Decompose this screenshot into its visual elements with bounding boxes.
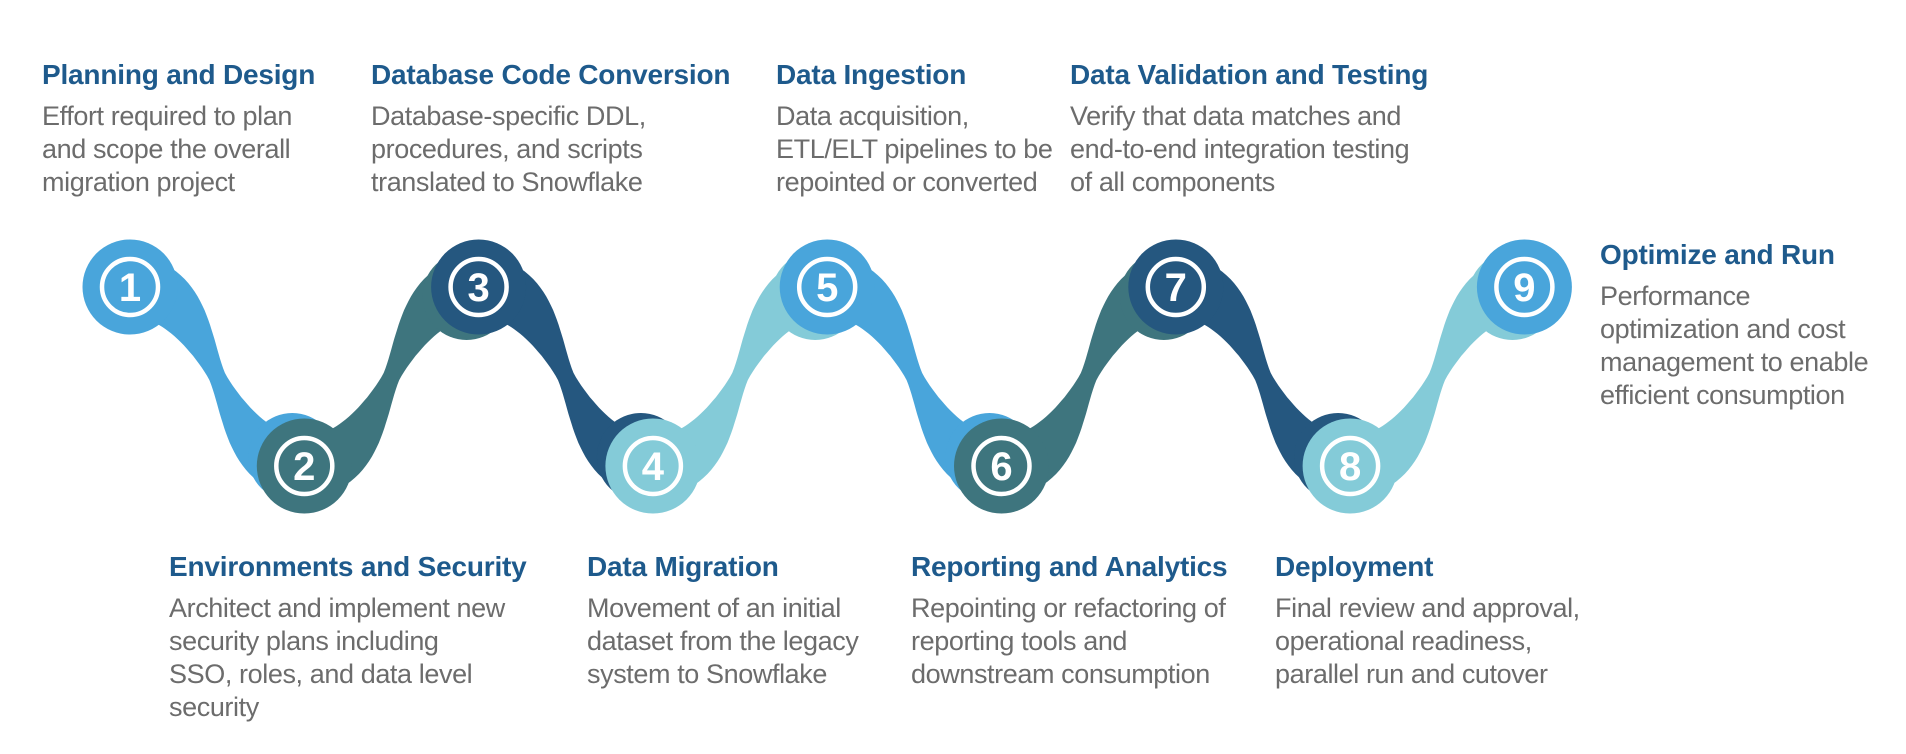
step-node-circle-8	[1302, 418, 1398, 514]
step-node-ring-7	[1145, 256, 1207, 318]
step-title: Optimize and Run	[1600, 239, 1835, 270]
step-node-number-8: 8	[1339, 445, 1361, 489]
step-node-circle-4	[605, 418, 701, 514]
step-node-circle-1	[82, 239, 178, 335]
step-node-ring-1	[99, 256, 161, 318]
step-2-text-block: Environments and Security Architect and …	[169, 550, 527, 724]
step-description-line: system to Snowflake	[587, 659, 828, 689]
step-description: Architect and implement new security pla…	[169, 592, 527, 724]
step-description-line: parallel run and cutover	[1275, 659, 1548, 689]
step-description-line: operational readiness,	[1275, 626, 1532, 656]
step-node-number-5: 5	[816, 266, 838, 310]
step-node-circle-7	[1128, 239, 1224, 335]
step-description-line: repointed or converted	[776, 167, 1038, 197]
step-description-line: Verify that data matches and	[1070, 101, 1402, 131]
step-description-line: Repointing or refactoring of	[911, 593, 1226, 623]
step-title: Reporting and Analytics	[911, 551, 1228, 582]
step-node-ring-9	[1494, 256, 1555, 318]
step-node-circle-9	[1476, 239, 1572, 335]
step-description-line: Performance	[1600, 281, 1751, 311]
step-node-ring-8	[1319, 435, 1381, 497]
step-node-circle-2	[256, 418, 352, 514]
step-description-line: security	[169, 692, 259, 722]
step-description-line: downstream consumption	[911, 659, 1210, 689]
step-description-line: Database-specific DDL,	[371, 101, 646, 131]
step-description-line: Data acquisition,	[776, 101, 969, 131]
step-description-line: Movement of an initial	[587, 593, 841, 623]
step-node-circle-6	[954, 418, 1049, 514]
step-7-text-block: Data Validation and Testing Verify that …	[1070, 58, 1428, 199]
step-node-number-1: 1	[119, 266, 141, 310]
step-description-line: migration project	[42, 167, 235, 197]
step-title: Data Migration	[587, 551, 779, 582]
step-description: Verify that data matches and end-to-end …	[1070, 100, 1428, 199]
step-6-text-block: Reporting and Analytics Repointing or re…	[911, 550, 1228, 691]
step-title: Data Validation and Testing	[1070, 59, 1429, 90]
step-node-number-6: 6	[990, 445, 1012, 489]
step-description: Performance optimization and cost manage…	[1600, 280, 1869, 412]
step-1-text-block: Planning and Design Effort required to p…	[42, 58, 315, 199]
step-description: Effort required to plan and scope the ov…	[42, 100, 315, 199]
step-node-circle-3	[431, 239, 527, 335]
step-description-line: of all components	[1070, 167, 1275, 197]
step-description: Database-specific DDL, procedures, and s…	[371, 100, 730, 199]
step-9-text-block: Optimize and Run Performance optimizatio…	[1600, 238, 1869, 412]
step-description-line: Effort required to plan	[42, 101, 292, 131]
step-description-line: Final review and approval,	[1275, 593, 1580, 623]
step-node-number-9: 9	[1513, 266, 1535, 310]
step-title: Deployment	[1275, 551, 1434, 582]
step-node-ring-6	[971, 435, 1032, 497]
step-node-ring-4	[622, 435, 684, 497]
step-description-line: end-to-end integration testing	[1070, 134, 1410, 164]
step-description-line: management to enable	[1600, 347, 1869, 377]
step-title: Data Ingestion	[776, 59, 967, 90]
step-node-ring-3	[448, 256, 509, 318]
step-node-ring-2	[274, 435, 335, 497]
step-node-circle-5	[779, 239, 875, 335]
step-description: Movement of an initial dataset from the …	[587, 592, 859, 691]
step-description: Final review and approval, operational r…	[1275, 592, 1580, 691]
step-node-number-7: 7	[1165, 266, 1187, 310]
step-node-number-2: 2	[293, 445, 315, 489]
step-node-ring-5	[796, 256, 858, 318]
step-3-text-block: Database Code Conversion Database-specif…	[371, 58, 730, 199]
step-description-line: efficient consumption	[1600, 380, 1845, 410]
step-4-text-block: Data Migration Movement of an initial da…	[587, 550, 859, 691]
step-description-line: optimization and cost	[1600, 314, 1846, 344]
step-title: Environments and Security	[169, 551, 527, 582]
step-node-number-3: 3	[467, 266, 489, 310]
step-description-line: ETL/ELT pipelines to be	[776, 134, 1053, 164]
step-description-line: translated to Snowflake	[371, 167, 643, 197]
step-title: Database Code Conversion	[371, 59, 731, 90]
step-description-line: dataset from the legacy	[587, 626, 859, 656]
step-node-number-4: 4	[642, 445, 665, 489]
step-5-text-block: Data Ingestion Data acquisition, ETL/ELT…	[776, 58, 1053, 199]
step-description-line: security plans including	[169, 626, 439, 656]
step-description-line: procedures, and scripts	[371, 134, 643, 164]
step-description: Repointing or refactoring of reporting t…	[911, 592, 1227, 691]
step-description-line: SSO, roles, and data level	[169, 659, 473, 689]
step-description-line: Architect and implement new	[169, 593, 505, 623]
step-description-line: reporting tools and	[911, 626, 1128, 656]
step-description-line: and scope the overall	[42, 134, 291, 164]
step-title: Planning and Design	[42, 59, 316, 90]
step-8-text-block: Deployment Final review and approval, op…	[1275, 550, 1580, 691]
step-description: Data acquisition, ETL/ELT pipelines to b…	[776, 100, 1053, 199]
